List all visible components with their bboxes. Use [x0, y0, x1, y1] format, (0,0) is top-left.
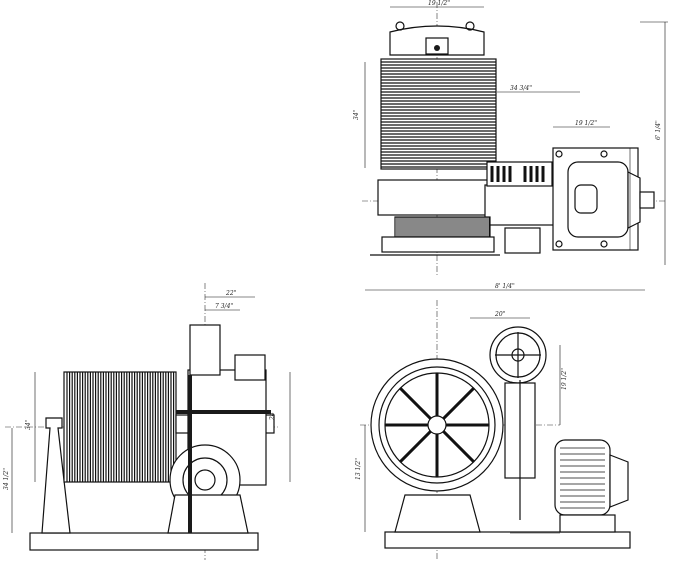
dimension-label: 34 1/2" [3, 468, 10, 490]
plan-view: 19 1/2" 34 3/4" 34" 19 1/2" 8' 1/4" 6' 1… [353, 0, 668, 291]
dimension-label: 6' 1/4" [655, 120, 662, 140]
hatch-line [399, 430, 432, 463]
side-elevation: 22" 7 3/4" 34" 24" 34 1/2" [3, 283, 291, 560]
dimension-label: 34" [25, 419, 32, 430]
dimension-label: 13 1/2" [355, 458, 362, 480]
dimension-label: 19 1/2" [575, 120, 597, 127]
bed-plate [384, 531, 631, 549]
pedestal [41, 417, 71, 534]
dimension-label: 19 1/2" [428, 0, 450, 7]
dimension-label: 19 1/2" [561, 368, 568, 390]
hatch-line [442, 430, 475, 463]
dimension-label: 24" [269, 409, 276, 421]
dimension-label: 8' 1/4" [495, 283, 515, 290]
hatch-line [399, 387, 432, 420]
spokes [385, 373, 489, 477]
cable-drum [63, 371, 177, 483]
dimension-label: 20" [494, 311, 506, 318]
hatch-line [442, 387, 475, 420]
dimension-label: 22" [225, 290, 237, 297]
end-elevation: 20" 19 1/2" 13 1/2" [355, 300, 631, 560]
bed-plate [29, 532, 259, 551]
dimension-label: 7 3/4" [215, 303, 233, 310]
gear-housing [377, 179, 494, 216]
motor [554, 439, 611, 516]
dimension-label: 34 3/4" [510, 85, 532, 92]
dimension-label: 34" [353, 109, 360, 120]
